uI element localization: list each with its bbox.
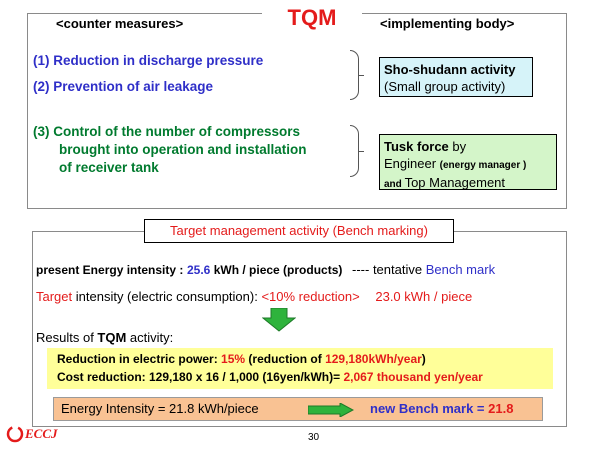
target-value: 23.0 kWh / piece: [375, 289, 473, 304]
body-2-and: and: [384, 179, 405, 190]
present-label: present Energy intensity :: [36, 263, 184, 277]
target-label: Target: [36, 289, 73, 304]
reduction-power-label: Reduction in electric power:: [57, 352, 222, 366]
eccj-logo-icon: [6, 425, 24, 443]
measure-3-line-2: brought into operation and installation: [59, 142, 307, 157]
eccj-logo-text: ECCJ: [25, 426, 58, 441]
results-line: Results of TQM activity:: [36, 330, 173, 345]
target-intensity-line: Target intensity (electric consumption):…: [36, 289, 472, 304]
present-intensity-line: present Energy intensity : 25.6 kWh / pi…: [36, 262, 495, 277]
reduction-power-value: 129,180kWh/year: [325, 352, 422, 366]
present-bench-mark: Bench mark: [425, 262, 496, 277]
results-label: Results of: [36, 330, 98, 345]
brace-group-2: [350, 125, 364, 177]
measure-3-line-1: (3) Control of the number of compressors: [33, 124, 301, 139]
target-rest: intensity (electric consumption):: [72, 289, 262, 304]
results-box: Reduction in electric power: 15% (reduct…: [47, 348, 553, 389]
present-unit: kWh / piece (products): [210, 263, 343, 277]
measure-3-line-3: of receiver tank: [59, 160, 159, 175]
measure-2: (2) Prevention of air leakage: [33, 79, 214, 94]
results-suffix: activity:: [126, 330, 174, 345]
page-title: TQM: [262, 2, 362, 34]
cost-reduction-label: Cost reduction: 129,180 x 16 / 1,000 (16…: [57, 370, 344, 384]
body-2-by: by: [448, 139, 467, 154]
target-reduction: <10% reduction>: [261, 289, 360, 304]
results-tqm: TQM: [97, 330, 127, 345]
energy-intensity-text: Energy Intensity = 21.8 kWh/piece: [61, 401, 259, 416]
present-value: 25.6: [187, 263, 211, 277]
eccj-logo: ECCJ: [6, 424, 76, 444]
body-2-top-management: Top Management: [404, 175, 506, 190]
right-arrow-icon: [308, 403, 354, 417]
body-box-task-force: Tusk force by Engineer (energy manager )…: [379, 134, 557, 190]
reduction-paren-a: (reduction of: [245, 352, 326, 366]
target-management-tab: Target management activity (Bench markin…: [144, 219, 454, 243]
energy-intensity-box: Energy Intensity = 21.8 kWh/piece new Be…: [53, 397, 543, 421]
present-tentative: tentative: [369, 262, 426, 277]
reduction-paren-b: ): [421, 352, 426, 366]
brace-group-1: [350, 50, 364, 100]
measure-1: (1) Reduction in discharge pressure: [33, 53, 264, 68]
down-arrow-icon: [262, 308, 296, 332]
counter-measures-header: <counter measures>: [52, 16, 188, 31]
new-bench-mark-label: new Bench mark =: [370, 401, 489, 416]
body-2-engineer: Engineer: [384, 156, 440, 171]
cost-reduction-value: 2,067 thousand yen/year: [343, 370, 483, 384]
body-2-energy-manager: (energy manager ): [439, 160, 527, 171]
reduction-power-pct: 15%: [221, 352, 246, 366]
body-1-title: Sho-shudann activity: [384, 62, 516, 77]
implementing-body-header: <implementing body>: [376, 16, 519, 31]
body-1-subtitle: (Small group activity): [384, 79, 506, 94]
present-dash: ----: [352, 262, 370, 277]
body-2-title: Tusk force: [384, 139, 449, 154]
page-number: 30: [308, 432, 320, 443]
body-box-small-group: Sho-shudann activity (Small group activi…: [379, 57, 533, 97]
new-bench-mark-value: 21.8: [488, 401, 514, 416]
